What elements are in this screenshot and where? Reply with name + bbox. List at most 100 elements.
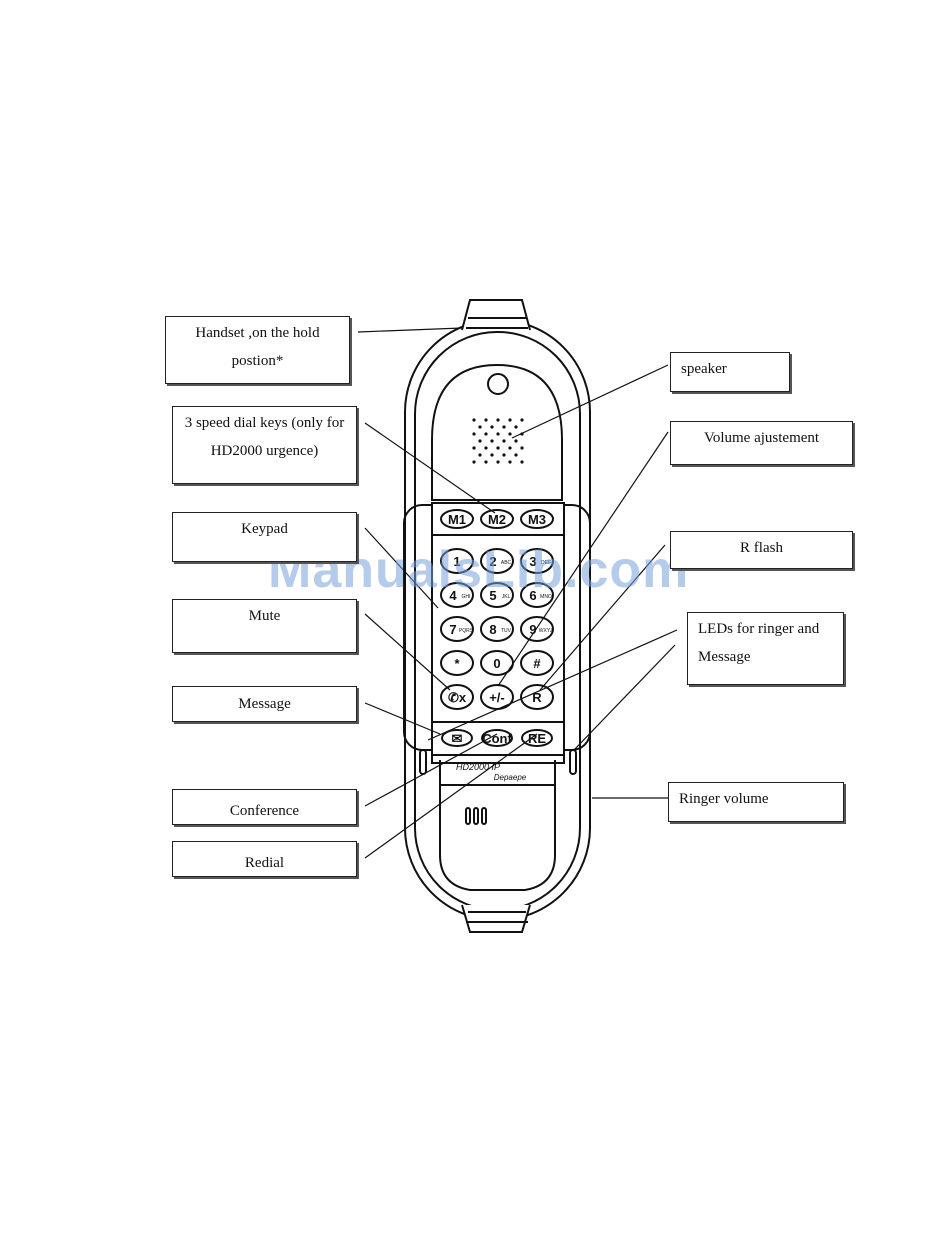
function-key-3-label: RE <box>528 731 546 746</box>
speaker-hole <box>496 432 500 436</box>
keypad-key-8[interactable]: 8 TUV <box>480 616 514 642</box>
keypad-key-12[interactable]: # <box>520 650 554 676</box>
keypad-key-10-label: * <box>454 656 460 671</box>
speaker-hole <box>520 460 524 464</box>
label-keypad-text: Keypad <box>241 521 288 537</box>
brand-label: Depaepe <box>494 773 527 782</box>
label-leds: LEDs for ringer and Message <box>687 612 844 685</box>
function-key-1-label: ✉ <box>452 731 463 746</box>
speed-key-3[interactable]: M3 <box>520 509 554 529</box>
keypad-key-7-label: 7 <box>449 622 456 637</box>
label-rflash-text: R flash <box>740 540 783 556</box>
speaker-hole <box>478 425 482 429</box>
speed-key-1-label: M1 <box>448 512 466 527</box>
speed-key-1-shape <box>440 509 474 529</box>
keypad-key-1-shape <box>440 548 474 574</box>
speaker-hole <box>478 439 482 443</box>
label-handset-text: Handset ,on the hold postion* <box>195 325 320 369</box>
keypad-key-13[interactable]: ✆x <box>440 684 474 710</box>
speed-key-1[interactable]: M1 <box>440 509 474 529</box>
speaker-hole <box>490 425 494 429</box>
keypad-key-15[interactable]: R <box>520 684 554 710</box>
speaker-hole <box>496 418 500 422</box>
keypad-key-6-shape <box>520 582 554 608</box>
keypad-key-6-label: 6 <box>529 588 536 603</box>
speed-key-3-shape <box>520 509 554 529</box>
keypad-key-14[interactable]: +/- <box>480 684 514 710</box>
keypad-key-11-label: 0 <box>493 656 500 671</box>
speed-key-3-label: M3 <box>528 512 546 527</box>
keypad-key-8-shape <box>480 616 514 642</box>
speed-dial-keys: M1 M2 M3 <box>440 509 554 529</box>
label-mute: Mute <box>172 599 357 653</box>
function-key-3-shape <box>521 729 553 747</box>
keypad-key-5-label: 5 <box>489 588 496 603</box>
keypad-key-12-shape <box>520 650 554 676</box>
label-speaker: speaker <box>670 352 790 392</box>
keypad-key-4-sublabel: GHI <box>462 594 471 600</box>
speaker-hole <box>472 432 476 436</box>
keypad-key-5[interactable]: 5 JKL <box>480 582 514 608</box>
keypad-key-10-shape <box>440 650 474 676</box>
keypad-key-10[interactable]: * <box>440 650 474 676</box>
speaker-hole <box>514 439 518 443</box>
keypad-key-1-label: 1 <box>453 554 460 569</box>
label-volume: Volume ajustement <box>670 421 853 465</box>
speaker-hole <box>490 453 494 457</box>
function-keys: ✉ Conf RE <box>441 729 553 747</box>
model-label: HD2000 IP <box>456 762 500 772</box>
label-speaker-text: speaker <box>681 361 727 377</box>
label-keypad: Keypad <box>172 512 357 562</box>
speaker-hole <box>484 460 488 464</box>
label-conference: Conference <box>172 789 357 825</box>
keypad-key-2-shape <box>480 548 514 574</box>
speaker-hole <box>484 418 488 422</box>
leader-lines <box>357 327 678 859</box>
function-key-1[interactable]: ✉ <box>441 729 473 747</box>
keypad-key-12-label: # <box>533 656 541 671</box>
speaker-hole <box>472 418 476 422</box>
speaker-hole <box>502 439 506 443</box>
label-speed-dial: 3 speed dial keys (only for HD2000 urgen… <box>172 406 357 484</box>
keypad-key-5-shape <box>480 582 514 608</box>
label-volume-text: Volume ajustement <box>703 430 820 446</box>
speaker-hole <box>514 453 518 457</box>
label-conference-text: Conference <box>229 803 300 819</box>
speaker-hole <box>502 453 506 457</box>
function-key-2-shape <box>481 729 513 747</box>
speaker-hole <box>502 425 506 429</box>
keypad-key-8-label: 8 <box>489 622 496 637</box>
keypad-key-15-label: R <box>532 690 542 705</box>
keypad-key-9-shape <box>520 616 554 642</box>
keypad-key-15-shape <box>520 684 554 710</box>
keypad-key-5-sublabel: JKL <box>502 594 511 600</box>
function-key-2[interactable]: Conf <box>481 729 513 747</box>
keypad-key-8-sublabel: TUV <box>501 628 512 634</box>
keypad-key-13-shape <box>440 684 474 710</box>
speaker-hole <box>508 460 512 464</box>
keypad-key-4-shape <box>440 582 474 608</box>
speaker-hole <box>478 453 482 457</box>
function-key-2-label: Conf <box>482 731 512 746</box>
label-rflash: R flash <box>670 531 853 569</box>
function-key-3[interactable]: RE <box>521 729 553 747</box>
keypad-key-3-label: 3 <box>529 554 536 569</box>
speaker-hole <box>484 432 488 436</box>
keypad-key-2-label: 2 <box>489 554 496 569</box>
speed-key-2[interactable]: M2 <box>480 509 514 529</box>
label-redial: Redial <box>172 841 357 877</box>
function-key-1-shape <box>441 729 473 747</box>
label-redial-text: Redial <box>244 855 285 871</box>
keypad-key-7-shape <box>440 616 474 642</box>
keypad-key-1[interactable]: 1 <box>440 548 474 574</box>
speaker-hole <box>508 446 512 450</box>
speaker-hole <box>484 446 488 450</box>
